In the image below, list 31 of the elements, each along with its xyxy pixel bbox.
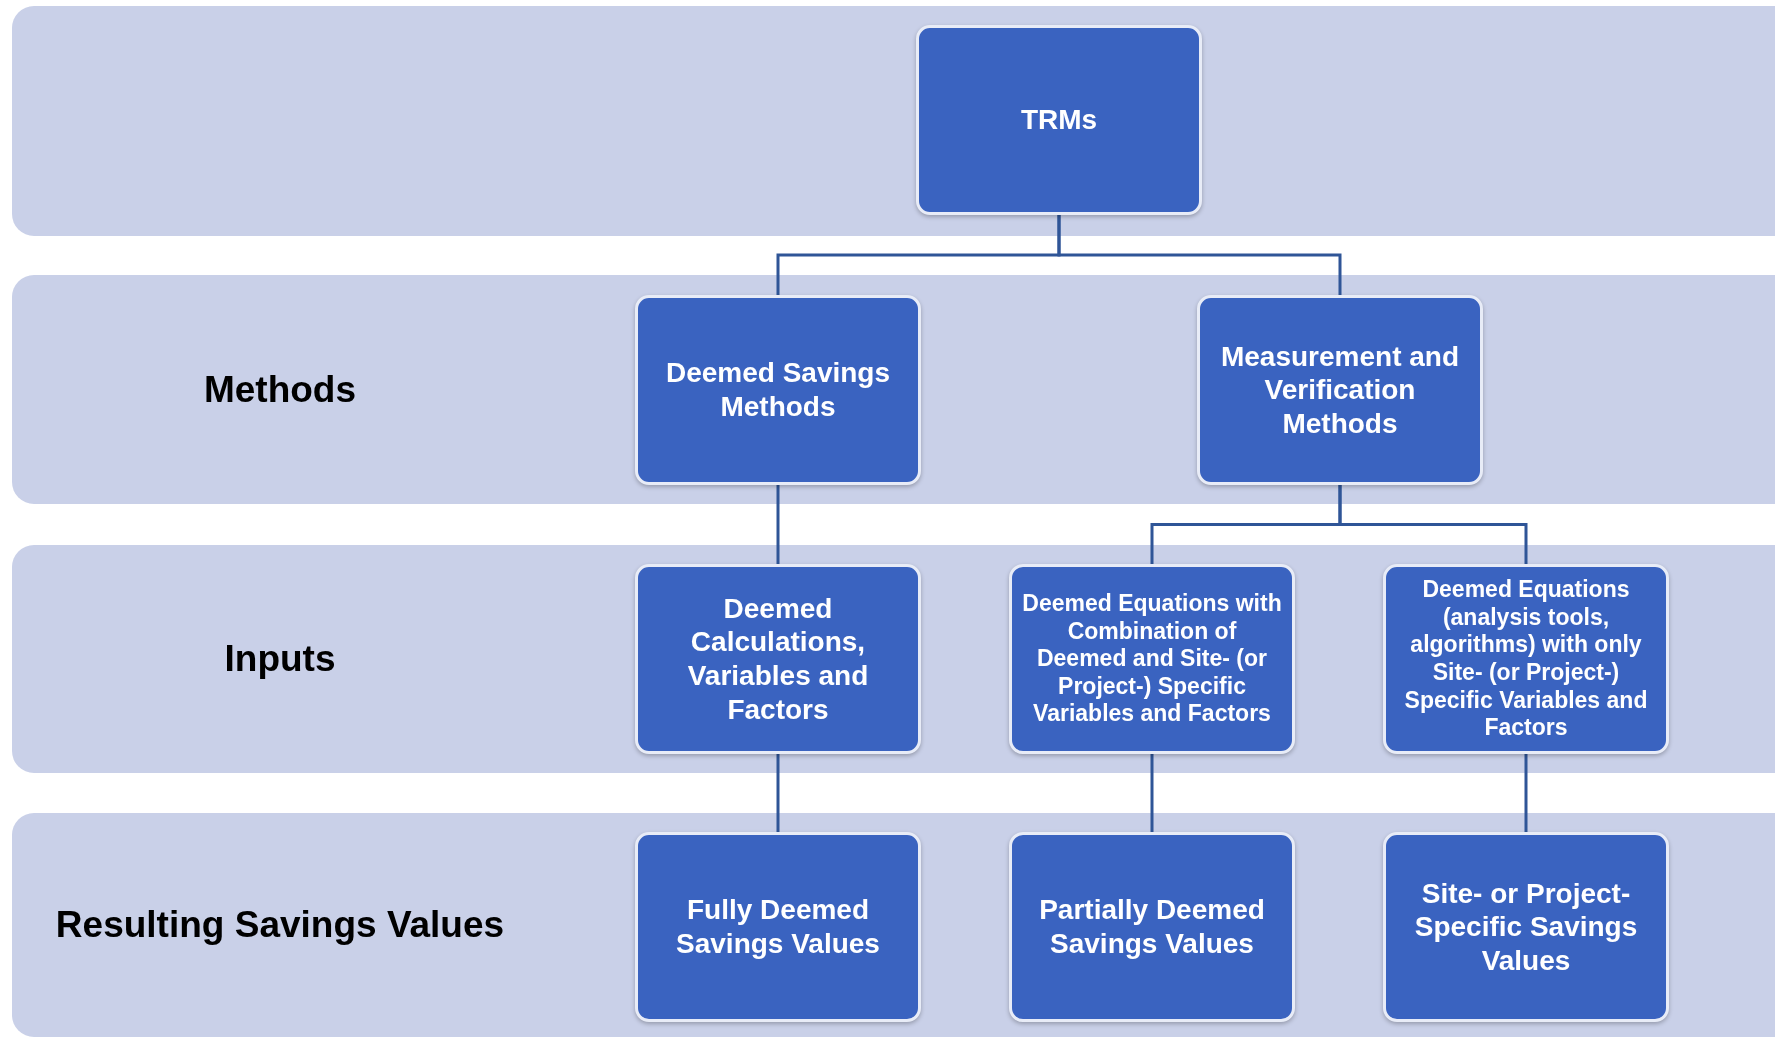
row-band: [12, 813, 1775, 1037]
box-text: Deemed Savings Methods: [664, 356, 892, 424]
row-band: [12, 275, 1775, 504]
connector-line: [1524, 754, 1528, 832]
process-box: [1383, 832, 1669, 1022]
connector-line: [1338, 485, 1528, 564]
box-text: Site- or Project-Specific Savings Values: [1413, 876, 1639, 978]
box-text: Deemed Calculations, Variables and Factors: [686, 591, 870, 727]
connector-line: [1057, 215, 1342, 295]
box-text: Partially Deemed Savings Values: [1038, 893, 1266, 961]
process-box: [916, 25, 1202, 215]
process-box: [635, 564, 921, 754]
process-box: [1197, 295, 1483, 485]
box-text: Deemed Equations with Combination of Deemed and Site- (or Project-) Specific Variables and Factors: [1021, 590, 1283, 728]
box-text: TRMs: [1019, 103, 1099, 137]
row-label: Resulting Savings Values: [55, 904, 505, 946]
process-box: [635, 295, 921, 485]
row-label: Inputs: [224, 638, 336, 680]
connector-line: [1150, 754, 1154, 832]
row-band: [12, 545, 1775, 773]
box-text: Fully Deemed Savings Values: [675, 893, 881, 961]
process-box: [635, 832, 921, 1022]
row-band: [12, 6, 1775, 236]
process-box: [1009, 832, 1295, 1022]
row-label: Methods: [203, 368, 357, 411]
connector-line: [776, 754, 780, 832]
process-box: [1383, 564, 1669, 754]
box-text: Measurement and Verification Methods: [1219, 339, 1461, 441]
connector-line: [776, 485, 780, 564]
box-text: Deemed Equations (analysis tools, algorithms) with only Site- (or Project-) Specific Variables and Factors: [1403, 576, 1649, 742]
process-box: [1009, 564, 1295, 754]
